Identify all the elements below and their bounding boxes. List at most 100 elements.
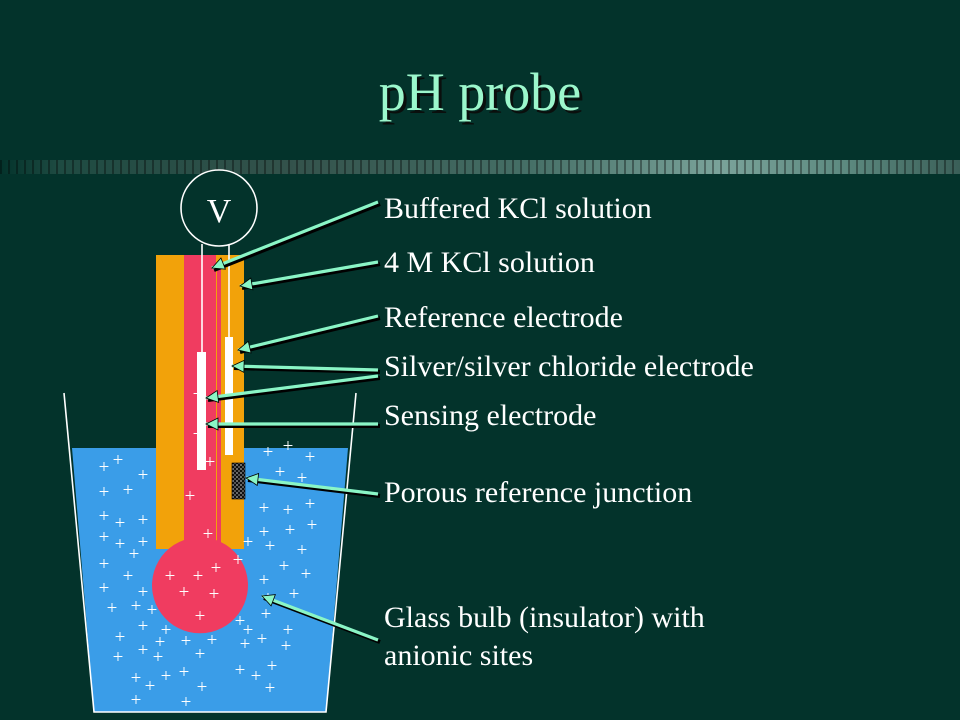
plus-ion: + bbox=[138, 616, 149, 637]
plus-ion: + bbox=[115, 534, 126, 555]
plus-ion: + bbox=[267, 656, 278, 677]
plus-ion: + bbox=[153, 647, 164, 668]
arrow-1 bbox=[239, 260, 381, 291]
label-reference-electrode: Reference electrode bbox=[384, 301, 623, 334]
plus-ion: + bbox=[257, 629, 268, 650]
plus-ion: + bbox=[275, 462, 286, 483]
plus-ion: + bbox=[211, 558, 222, 579]
plus-ion: + bbox=[203, 524, 214, 545]
plus-ion: + bbox=[251, 666, 262, 687]
plus-ion: + bbox=[207, 630, 218, 651]
plus-ion: + bbox=[265, 536, 276, 557]
sensing-electrode bbox=[197, 352, 206, 470]
label-glass-bulb-line1: Glass bulb (insulator) with bbox=[384, 601, 705, 634]
plus-ion: + bbox=[235, 611, 246, 632]
plus-ion: + bbox=[283, 500, 294, 521]
plus-ion: + bbox=[243, 620, 254, 641]
plus-ion: + bbox=[99, 506, 110, 527]
plus-ion: + bbox=[197, 677, 208, 698]
plus-ion: + bbox=[138, 532, 149, 553]
plus-ion: + bbox=[161, 620, 172, 641]
plus-ion: + bbox=[209, 584, 220, 605]
plus-ion: + bbox=[193, 566, 204, 587]
porous-junction bbox=[231, 462, 246, 500]
plus-ion: + bbox=[195, 644, 206, 665]
arrow-5 bbox=[205, 417, 380, 431]
plus-ion: + bbox=[259, 498, 270, 519]
arrow-2 bbox=[237, 314, 381, 354]
voltmeter bbox=[180, 169, 258, 247]
plus-ion: + bbox=[193, 424, 204, 445]
anionic-sites: ++++++++++++++++++++++++++++++++++++++++… bbox=[99, 384, 318, 713]
plus-ion: + bbox=[283, 620, 294, 641]
plus-ion: + bbox=[285, 520, 296, 541]
plus-ion: + bbox=[99, 578, 110, 599]
plus-ion: + bbox=[289, 584, 300, 605]
tube-lining bbox=[217, 262, 221, 550]
arrow-0 bbox=[211, 200, 381, 272]
plus-ion: + bbox=[131, 690, 142, 711]
arrow-6 bbox=[245, 472, 381, 498]
plus-ion: + bbox=[115, 627, 126, 648]
plus-ion: + bbox=[235, 660, 246, 681]
plus-ion: + bbox=[123, 480, 134, 501]
plus-ion: + bbox=[243, 532, 254, 553]
plus-ion: + bbox=[283, 436, 294, 457]
label-sensing-electrode: Sensing electrode bbox=[384, 399, 597, 432]
plus-ion: + bbox=[240, 634, 251, 655]
plus-ion: + bbox=[138, 582, 149, 603]
plus-ion: + bbox=[99, 457, 110, 478]
plus-ion: + bbox=[281, 636, 292, 657]
plus-ion: + bbox=[297, 468, 308, 489]
plus-ion: + bbox=[123, 566, 134, 587]
slide-title: pH probe bbox=[378, 62, 582, 122]
plus-ion: + bbox=[113, 647, 124, 668]
plus-ion: + bbox=[129, 544, 140, 565]
plus-ion: + bbox=[138, 510, 149, 531]
plus-ion: + bbox=[181, 692, 192, 713]
meter-label: V bbox=[207, 193, 232, 230]
label-silver-electrode: Silver/silver chloride electrode bbox=[384, 350, 754, 383]
plus-ion: + bbox=[193, 384, 204, 405]
plus-ion: + bbox=[305, 447, 316, 468]
label-4m-kcl: 4 M KCl solution bbox=[384, 246, 595, 279]
plus-ion: + bbox=[259, 570, 270, 591]
plus-ion: + bbox=[185, 486, 196, 507]
beaker bbox=[63, 392, 357, 713]
plus-ion: + bbox=[99, 554, 110, 575]
plus-ion: + bbox=[131, 668, 142, 689]
plus-ion: + bbox=[161, 666, 172, 687]
plus-ion: + bbox=[165, 566, 176, 587]
label-glass-bulb: Glass bulb (insulator) with anionic site… bbox=[384, 599, 705, 675]
plus-ion: + bbox=[263, 442, 274, 463]
plus-ion: + bbox=[115, 513, 126, 534]
plus-ion: + bbox=[181, 631, 192, 652]
plus-ion: + bbox=[233, 550, 244, 571]
plus-ion: + bbox=[305, 494, 316, 515]
plus-ion: + bbox=[145, 676, 156, 697]
plus-ion: + bbox=[279, 556, 290, 577]
plus-ion: + bbox=[265, 678, 276, 699]
arrow-3 bbox=[231, 359, 381, 374]
arrow-4 bbox=[205, 374, 381, 404]
plus-ion: + bbox=[259, 522, 270, 543]
arrow-7 bbox=[261, 594, 381, 644]
plus-ion: + bbox=[301, 564, 312, 585]
plus-ion: + bbox=[261, 604, 272, 625]
title-divider bbox=[0, 160, 960, 174]
label-buffered-kcl: Buffered KCl solution bbox=[384, 192, 652, 225]
plus-ion: + bbox=[179, 662, 190, 683]
plus-ion: + bbox=[138, 465, 149, 486]
plus-ion: + bbox=[195, 606, 206, 627]
plus-ion: + bbox=[107, 598, 118, 619]
plus-ion: + bbox=[131, 596, 142, 617]
plus-ion: + bbox=[99, 482, 110, 503]
plus-ion: + bbox=[307, 515, 318, 536]
plus-ion: + bbox=[205, 452, 216, 473]
label-porous-junction: Porous reference junction bbox=[384, 476, 693, 509]
plus-ion: + bbox=[147, 600, 158, 621]
plus-ion: + bbox=[297, 540, 308, 561]
label-arrows bbox=[205, 200, 381, 644]
label-glass-bulb-line2: anionic sites bbox=[384, 639, 534, 672]
plus-ion: + bbox=[179, 582, 190, 603]
